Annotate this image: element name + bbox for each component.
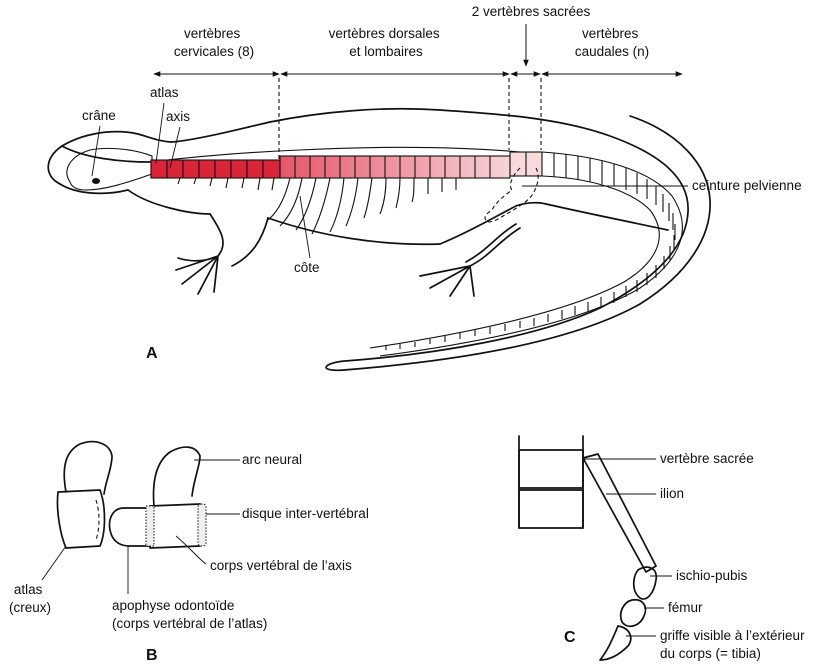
vertebre-sacree-label: vertèbre sacrée	[660, 451, 754, 466]
disque-label: disque inter-vertébral	[242, 506, 369, 521]
axis-label: axis	[166, 109, 190, 124]
intervertebral-disc-back	[198, 504, 206, 546]
panel-c-letter: C	[564, 629, 576, 646]
atlas-creux-label: atlas (creux)	[9, 582, 51, 615]
ischio-pubis-label: ischio-pubis	[676, 568, 748, 583]
cervical-label: vertèbres cervicales (8)	[174, 26, 254, 59]
sacral-vertebra-1	[519, 450, 583, 488]
eye	[92, 178, 100, 184]
sacral-label: 2 vertèbres sacrées	[472, 4, 591, 19]
femur	[621, 600, 646, 627]
axis-body	[150, 504, 200, 548]
claw	[600, 626, 631, 660]
leaders-b	[42, 460, 240, 594]
dorsal-lumbar-label: vertèbres dorsales et lombaires	[329, 26, 444, 59]
apophyse-label: apophyse odontoïde (corps vertébral de l…	[112, 598, 267, 631]
atlas-body	[57, 490, 104, 548]
femur-label: fémur	[668, 600, 703, 615]
griffe-label: griffe visible à l’extérieur du corps (=…	[660, 628, 808, 661]
ribs	[268, 178, 456, 234]
atlas-neural-arc	[64, 442, 112, 494]
corps-axis-label: corps vertébral de l’axis	[210, 558, 352, 573]
leaders-a	[92, 103, 688, 258]
hind-leg	[420, 203, 546, 296]
sacral-vertebra-2	[519, 490, 583, 528]
axis-neural-arc	[154, 447, 200, 506]
skull	[67, 148, 152, 190]
odontoid-process	[110, 508, 150, 546]
panel-b: arc neural disque inter-vertébral corps …	[9, 442, 369, 664]
ceinture-label: ceinture pelvienne	[692, 178, 802, 193]
intervertebral-disc-front	[146, 506, 154, 546]
arc-neural-label: arc neural	[242, 452, 302, 467]
caudal-vertebrae	[370, 152, 682, 356]
panel-a: vertèbres cervicales (8) vertèbres dorsa…	[48, 4, 801, 370]
front-leg	[176, 214, 268, 294]
panel-c: vertèbre sacrée ilion ischio-pubis fémur…	[519, 436, 808, 661]
crane-label: crâne	[82, 108, 116, 123]
caudal-label: vertèbres caudales (n)	[575, 26, 649, 59]
lizard-body	[48, 109, 710, 371]
panel-a-letter: A	[146, 345, 158, 362]
ilion-label: ilion	[660, 486, 684, 501]
atlas-label: atlas	[150, 85, 179, 100]
ischio-pubis	[634, 567, 657, 599]
ilium	[583, 454, 656, 572]
cote-label: côte	[294, 260, 320, 275]
panel-b-letter: B	[146, 647, 158, 664]
cervical-ticks	[178, 178, 274, 190]
leaders-c	[582, 459, 672, 636]
